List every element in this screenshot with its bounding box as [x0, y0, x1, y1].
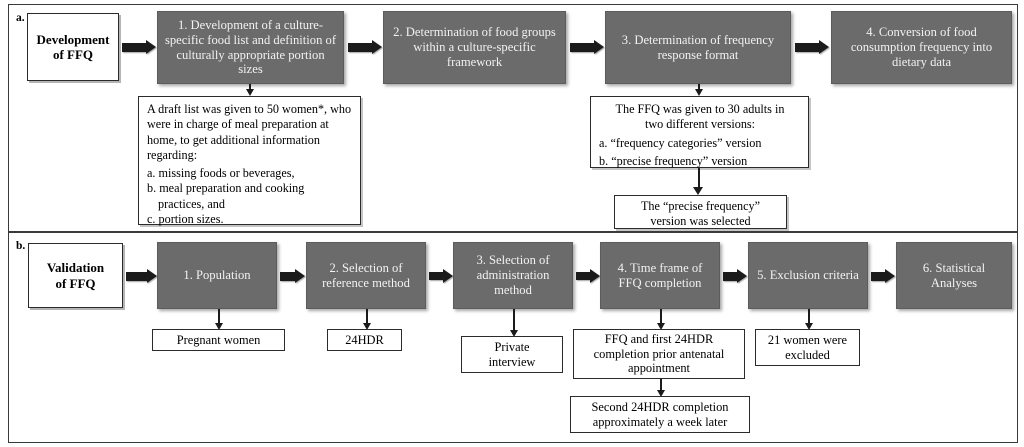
step-box-a2: 2. Determination of food groups within a…: [383, 11, 566, 84]
step-box-a3: 3. Determination of frequency response f…: [605, 11, 791, 84]
entry-box-development-of-ffq: Development of FFQ: [27, 13, 119, 81]
step-box-b5: 5. Exclusion criteria: [748, 242, 868, 309]
note-a1-item-a: a. missing foods or beverages,: [147, 166, 295, 180]
panel-a-letter: a.: [16, 12, 25, 24]
note-box-b3: Private interview: [461, 336, 563, 373]
step-box-b4: 4. Time frame of FFQ completion: [600, 242, 720, 309]
note-box-b1: Pregnant women: [152, 329, 285, 351]
result-box-a3: The “precise frequency” version was sele…: [614, 195, 787, 229]
note-b4-second-line1: Second 24HDR completion: [591, 399, 729, 414]
note-b4-second-line2: approximately a week later: [592, 414, 728, 429]
panel-b-letter: b.: [16, 240, 26, 252]
entry-box-validation-line1: Validation: [46, 260, 105, 276]
note-a3-paragraph-line1: The FFQ was given to 30 adults in: [615, 102, 785, 116]
step-box-a1: 1. Development of a culture-specific foo…: [157, 11, 344, 84]
step-box-b6: 6. Statistical Analyses: [896, 242, 1012, 309]
note-b4-line3: appointment: [628, 361, 690, 376]
note-a3-item-b: b. “precise frequency” version: [599, 153, 748, 168]
note-b4-line2: completion prior antenatal: [593, 346, 725, 361]
note-a3-item-a: a. “frequency categories” version: [599, 135, 762, 150]
panel-a-frame: [8, 4, 1018, 232]
note-b5-line2: excluded: [785, 347, 830, 362]
panel-b-frame: [8, 232, 1018, 443]
note-b3-line1: Private: [494, 339, 530, 354]
note-box-b2: 24HDR: [327, 329, 402, 351]
step-box-b3: 3. Selection of administration method: [453, 242, 573, 309]
result-a3-line2: version was selected: [650, 214, 751, 229]
note-b4-line1: FFQ and first 24HDR: [604, 332, 714, 347]
note-a3-paragraph-line2: two different versions:: [644, 117, 756, 132]
note-b5-line1: 21 women were: [767, 332, 848, 347]
step-box-b2: 2. Selection of reference method: [306, 242, 426, 309]
note-b3-line2: interview: [488, 354, 536, 369]
note-a1-paragraph: A draft list was given to 50 women*, who…: [147, 102, 352, 162]
note-box-b5: 21 women were excluded: [755, 329, 860, 366]
entry-box-development-line2: of FFQ: [52, 47, 94, 62]
entry-box-validation-line2: of FFQ: [55, 275, 96, 291]
step-box-b1: 1. Population: [157, 242, 277, 309]
note-box-b4-second: Second 24HDR completion approximately a …: [570, 396, 750, 433]
note-box-a3: The FFQ was given to 30 adults in two di…: [590, 96, 809, 168]
entry-box-validation-of-ffq: Validation of FFQ: [28, 243, 123, 308]
result-a3-line1: The “precise frequency”: [640, 199, 761, 213]
note-a1-item-b: b. meal preparation and cooking: [147, 181, 305, 196]
note-box-b4: FFQ and first 24HDR completion prior ant…: [573, 329, 745, 379]
note-a1-item-c: c. portion sizes.: [147, 211, 224, 226]
step-box-a4: 4. Conversion of food consumption freque…: [831, 11, 1012, 84]
entry-box-development-line1: Development: [36, 31, 110, 47]
note-a1-item-b-cont: practices, and: [158, 196, 225, 211]
note-box-a1: A draft list was given to 50 women*, who…: [138, 96, 361, 226]
